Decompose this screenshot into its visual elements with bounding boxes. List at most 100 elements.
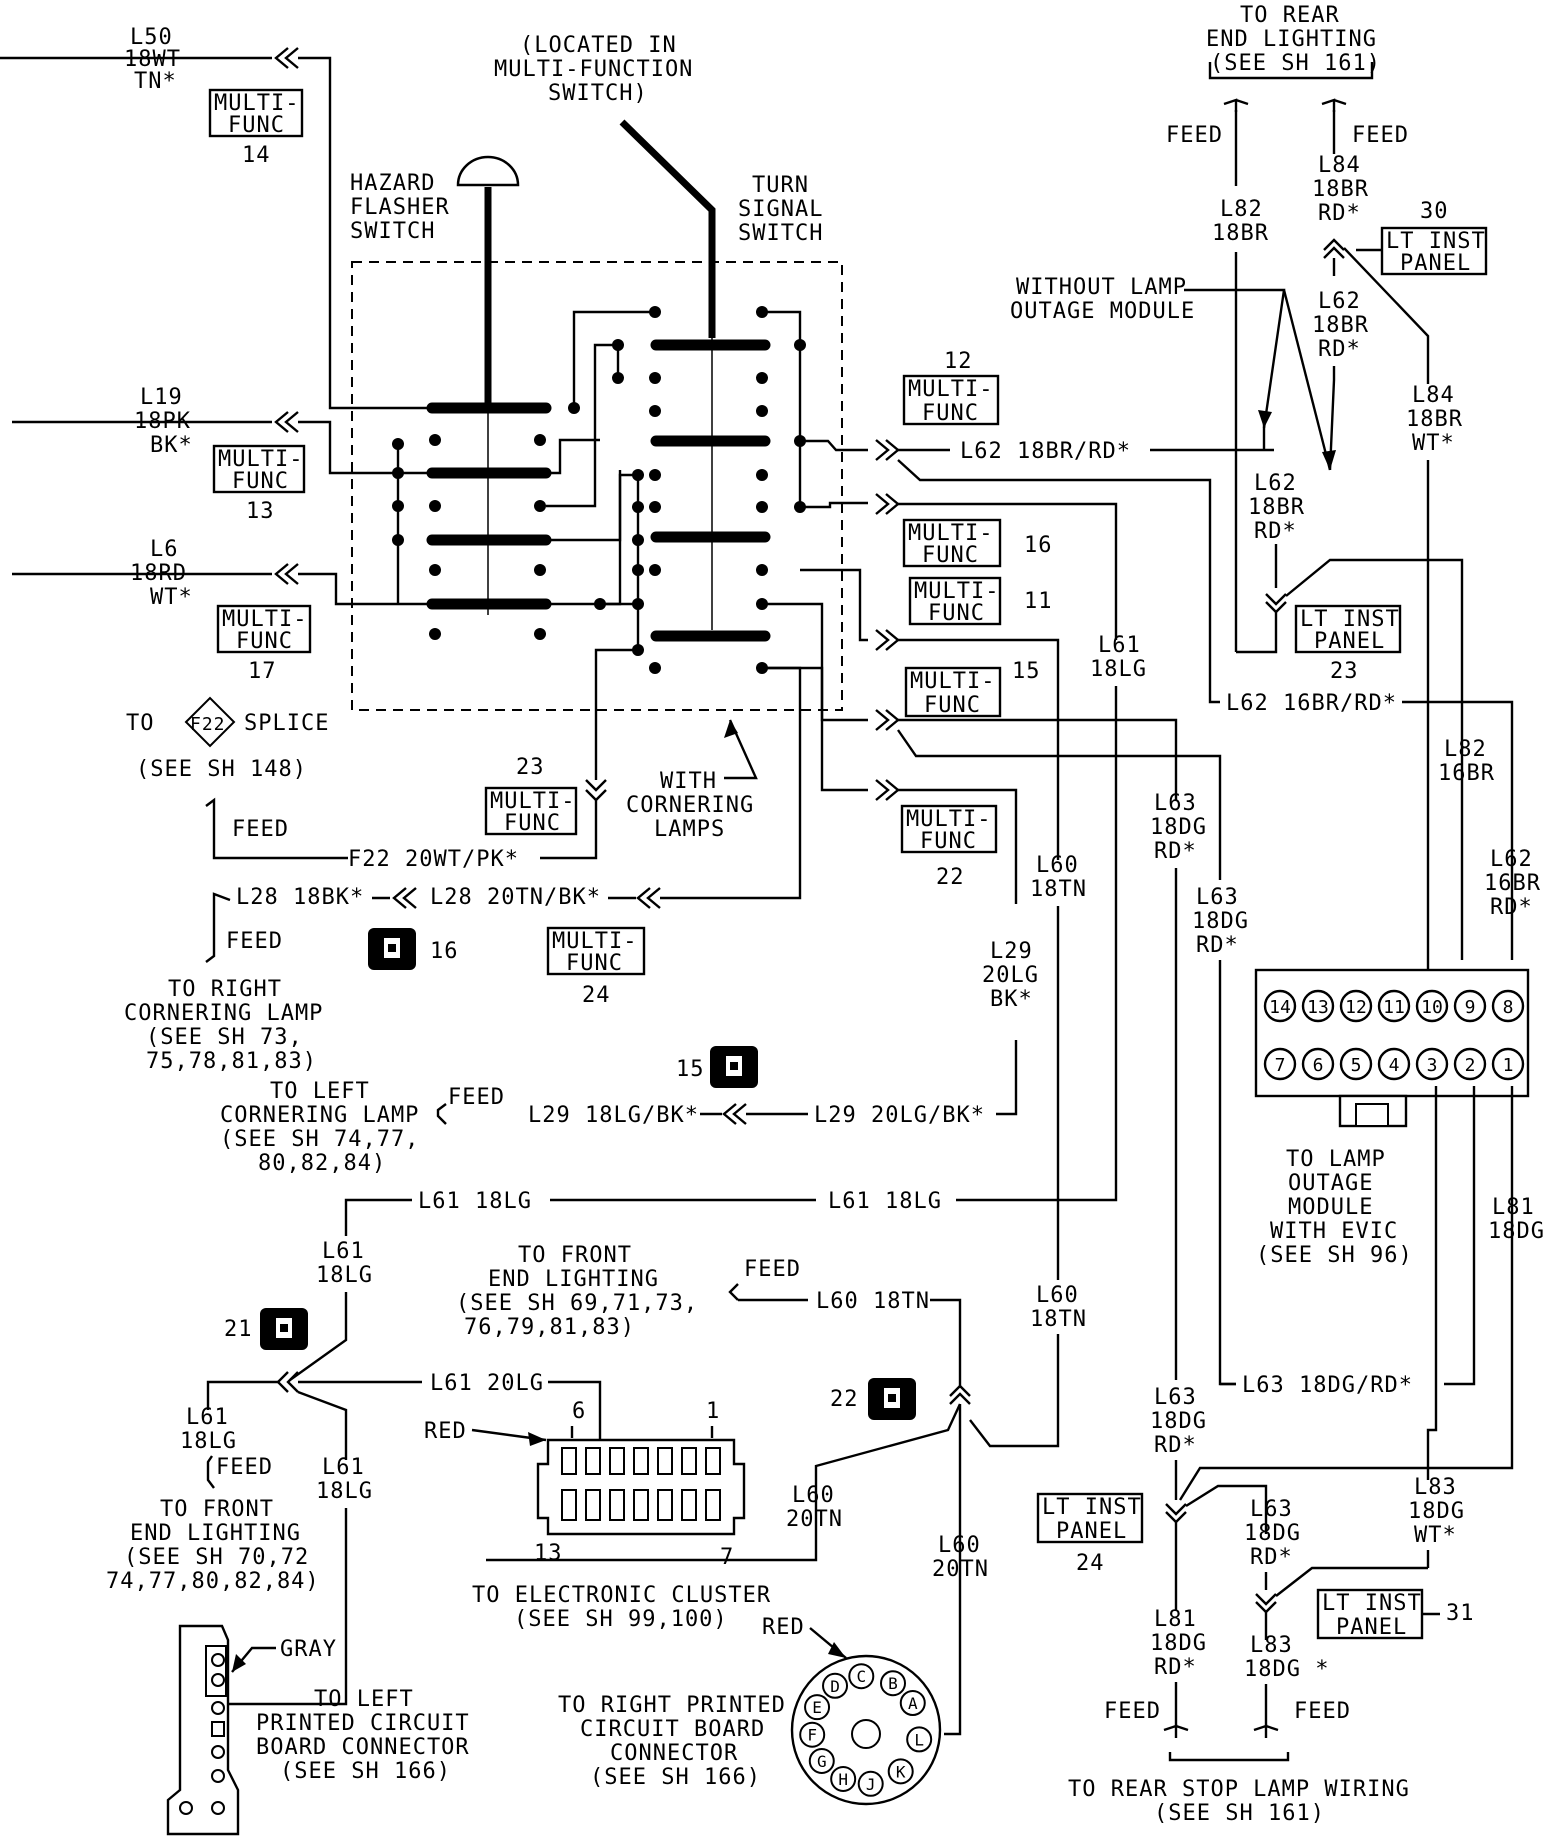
multi-func-12-box [902,374,1000,426]
l61-h1-label: L61 18LG [418,1189,532,1214]
multi-func-15-box [904,666,1002,718]
l63b-wire-down [1218,960,1236,1386]
l63a-gauge: 18DG [1150,815,1207,840]
l62-top-color: RD* [1318,337,1361,362]
l63b-label: L63 [1196,885,1239,910]
l81b-gauge: 18DG [1150,1631,1207,1656]
l29-connector-icon [722,1103,747,1125]
cluster-pin-7-label: 7 [720,1545,734,1570]
l61-wire-left [344,1198,412,1236]
l61-sw-label: L61 [1098,633,1141,658]
l84-mid-label: L84 [1412,383,1455,408]
ground-15-number: 15 [676,1057,705,1082]
l61-20-to-cluster [548,1380,602,1440]
l60-20a-label: L60 [792,1483,835,1508]
cluster-label-1: TO ELECTRONIC CLUSTER [472,1583,771,1608]
module-pin-13 [1301,989,1335,1023]
mf12-line2: FUNC [922,401,979,426]
l61-wire-v3 [297,1390,348,1460]
l62-wire-lower [897,459,1220,704]
module-pin-14 [1263,989,1297,1023]
cluster-cavity-top [585,1447,601,1475]
turn-label2: SIGNAL [738,197,823,222]
pcb-pin-F [799,1721,826,1748]
lt24-line2: PANEL [1056,1519,1127,1544]
module-pin-9-label: 9 [1465,997,1476,1018]
multi-func-16-box [902,518,1002,568]
front-end-1-2: END LIGHTING [488,1267,659,1292]
pcb-pin-F-label: F [807,1726,817,1745]
l63c-gauge: 18DG [1150,1409,1207,1434]
mf22-connector-icon [875,779,900,801]
l61-sw-gauge: 18LG [1090,657,1147,682]
l63d-label: L63 [1250,1497,1293,1522]
l63-wire-b [897,729,1222,880]
multi-func-24-box [546,926,646,976]
mf22-number: 22 [936,865,965,890]
f22-wire-right [540,800,598,860]
left-cornering-feed-mark [436,1103,447,1125]
multi-func-17-box [216,604,312,654]
l82-16-label: L82 [1444,737,1487,762]
lt-inst-panel-24-box [1036,1492,1144,1544]
module-pin-1 [1491,1047,1525,1081]
module-pin-6-label: 6 [1313,1055,1324,1076]
l28-feed-wire [205,892,231,963]
l62-18-label: L62 18BR/RD* [960,439,1131,464]
l50-connector-icon [274,47,299,69]
front-end-2-2: END LIGHTING [130,1521,301,1546]
multi-func-14-box [208,88,304,138]
l60-label: L60 [1036,853,1079,878]
right-cornering-4: 75,78,81,83) [146,1049,317,1074]
l28-18-label: L28 18BK* [236,885,364,910]
cluster-cavity-top [561,1447,577,1475]
front-end-1-3: (SEE SH 69,71,73, [456,1291,698,1316]
l50-color: TN* [134,69,177,94]
rear-stop-1: TO REAR STOP LAMP WIRING [1068,1777,1410,1802]
l61-splice-icon [276,1371,299,1393]
rear-end-2: END LIGHTING [1206,27,1377,52]
mf22-line2: FUNC [920,829,977,854]
with-cornering-pointer [724,719,758,780]
l82-feed: FEED [1166,123,1223,148]
l60-gauge: 18TN [1030,877,1087,902]
l63c-label: L63 [1154,1385,1197,1410]
l50-label: L50 [130,25,173,50]
l84-feed: FEED [1352,123,1409,148]
mf23-line2: FUNC [504,811,561,836]
pcb-pin-G [808,1747,835,1774]
l60-18tn-h-label: L60 18TN [816,1289,930,1314]
mf13-number: 13 [246,499,275,524]
l81b-feed-mark [1163,1724,1189,1738]
module-pin-7 [1263,1047,1297,1081]
l61-feed-label: FEED [216,1455,273,1480]
module-pin-3 [1415,1047,1449,1081]
l63-connector-icon [875,709,900,731]
lt30-line2: PANEL [1400,251,1471,276]
l63c-color: RD* [1154,1433,1197,1458]
l62-mid-gauge: 18BR [1248,495,1305,520]
f22-to: TO [126,711,155,736]
l63-wire-a [898,718,1178,800]
wire-l50-to-switch [298,56,432,410]
l82-16-gauge: 16BR [1438,761,1495,786]
l62-16-to-module [1402,700,1514,960]
wire-l6-to-switch [298,572,432,606]
module-pin-8 [1491,989,1525,1023]
l62-connector-icon [875,439,900,461]
l82-top-label: L82 [1220,197,1263,222]
l60-20-wire-a [486,1403,962,1562]
l83a-gauge: 18DG [1408,1499,1465,1524]
located-in-line1: (LOCATED IN [520,33,677,58]
l63a-color: RD* [1154,839,1197,864]
lt31-line2: PANEL [1336,1615,1407,1640]
l29-20h-label: L29 20LG/BK* [814,1103,985,1128]
lt-inst-panel-23-box [1294,604,1402,654]
cluster-cavity-top [681,1447,697,1475]
l60-20b-gauge: 20TN [932,1557,989,1582]
l61-v1-gauge: 18LG [316,1263,373,1288]
cluster-red-label: RED [424,1419,467,1444]
pcb-pin-B [880,1670,906,1697]
